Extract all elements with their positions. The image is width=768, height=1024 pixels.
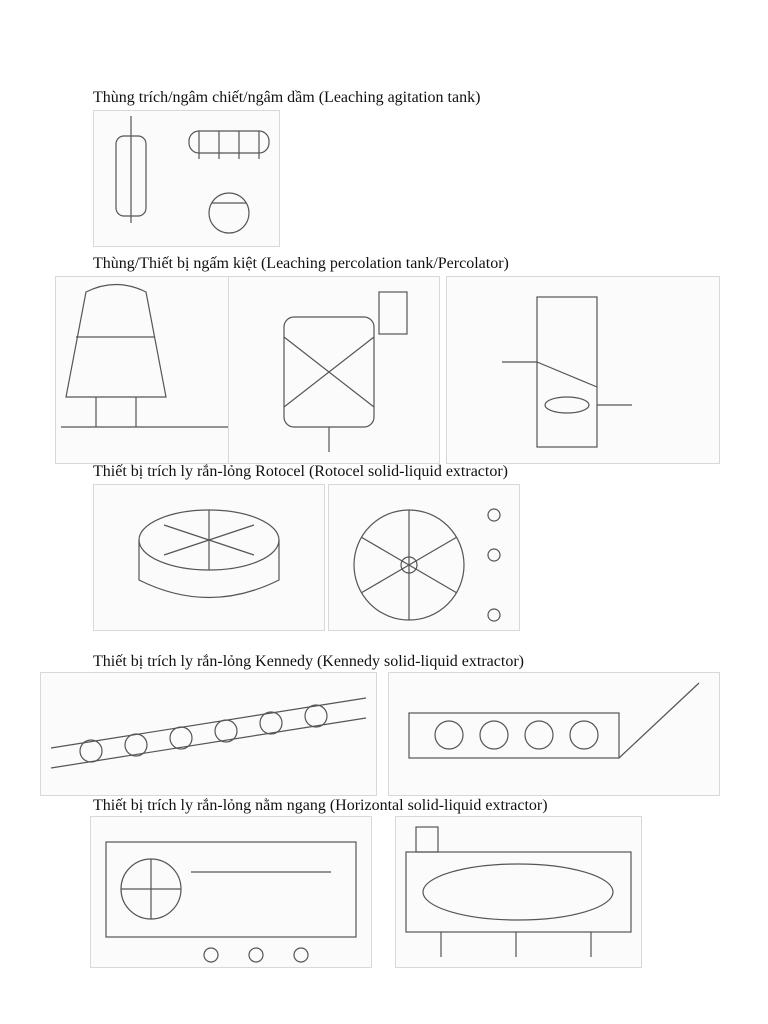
- horizontal-extractor-diagram-2: [395, 816, 642, 968]
- section-heading-percolator: Thùng/Thiết bị ngấm kiệt (Leaching perco…: [93, 255, 509, 272]
- rotocel-extractor-illustration: [93, 484, 325, 631]
- percolator-diagram-commercial: [55, 276, 237, 464]
- section-heading-kennedy: Thiết bị trích ly rắn-lỏng Kennedy (Kenn…: [93, 653, 524, 670]
- agitation-tank-diagram: [93, 110, 280, 247]
- rotocel-extractor-schematic: [328, 484, 520, 631]
- section-heading-agitation-tank: Thùng trích/ngâm chiết/ngâm dầm (Leachin…: [93, 89, 481, 106]
- percolator-diagram-large-scale: [228, 276, 440, 464]
- kennedy-extractor-diagram-2: [388, 672, 720, 796]
- section-heading-rotocel: Thiết bị trích ly rắn-lỏng Rotocel (Roto…: [93, 463, 508, 480]
- horizontal-extractor-diagram-1: [90, 816, 372, 968]
- kennedy-extractor-diagram-1: [40, 672, 377, 796]
- section-heading-horizontal: Thiết bị trích ly rắn-lỏng nằm ngang (Ho…: [93, 797, 548, 814]
- percolator-diagram-vapor: [446, 276, 720, 464]
